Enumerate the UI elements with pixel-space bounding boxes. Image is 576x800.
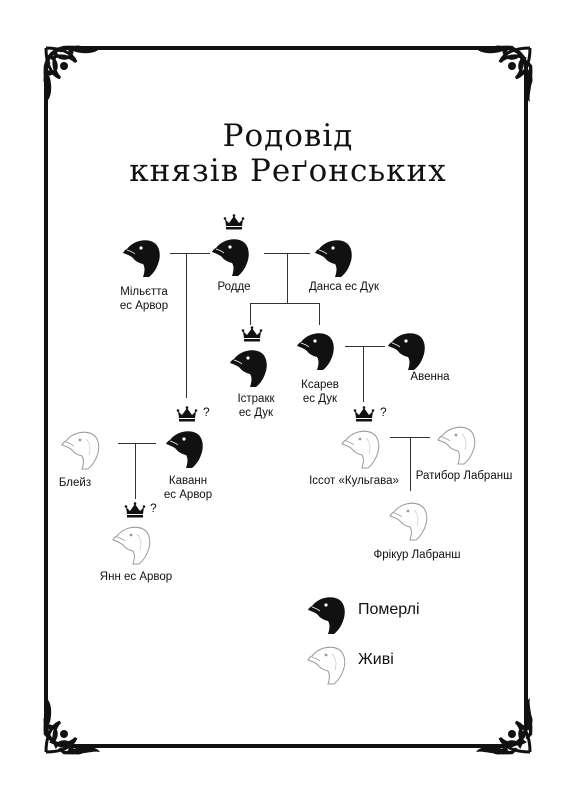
deceased-raven-icon	[295, 326, 341, 372]
deceased-raven-icon	[164, 424, 210, 470]
corner-ornament-icon	[40, 42, 120, 122]
person-issot: Іссот «Кульгава»	[309, 475, 399, 487]
person-milietta: Мільєтта ес Арвор	[119, 286, 169, 312]
crown-icon	[241, 326, 263, 342]
legend-deceased-label: Померлі	[358, 601, 420, 618]
alive-raven-icon	[60, 425, 106, 471]
deceased-raven-icon	[210, 232, 256, 278]
person-istrakk: Істракк ес Дук	[237, 393, 275, 419]
alive-raven-icon	[340, 424, 386, 470]
crown-icon	[223, 214, 245, 230]
alive-raven-icon	[436, 420, 482, 466]
corner-ornament-icon	[456, 678, 536, 758]
title-line-2: князів Реґонських	[129, 153, 447, 189]
descent-line-rodde-dansa	[287, 253, 288, 303]
alive-raven-icon	[111, 520, 157, 566]
sibling-line-istrakk-ksarev	[250, 303, 320, 304]
page-border	[44, 46, 528, 748]
descent-line-kavann	[186, 253, 187, 398]
crown-icon	[124, 502, 146, 518]
alive-raven-icon	[388, 496, 434, 542]
marriage-line-ksarev-avenna	[345, 346, 385, 347]
person-frikur: Фрікур Лабранш	[373, 549, 461, 561]
uncertain-mark: ?	[380, 405, 387, 419]
crown-icon	[176, 406, 198, 422]
person-ratybor: Ратибор Лабранш	[415, 470, 513, 482]
legend-deceased-raven-icon	[306, 590, 352, 636]
person-dansa: Данса ес Дук	[308, 281, 380, 293]
legend-alive-raven-icon	[306, 640, 352, 686]
descent-line-istrakk	[250, 303, 251, 325]
crown-icon	[353, 406, 375, 422]
person-avenna: Авенна	[410, 371, 450, 383]
descent-line-yann	[135, 443, 136, 499]
deceased-raven-icon	[313, 233, 359, 279]
deceased-raven-icon	[228, 343, 274, 389]
marriage-line-bleiz-kavann	[118, 443, 156, 444]
person-kavann: Каванн ес Арвор	[163, 475, 213, 501]
uncertain-mark: ?	[203, 405, 210, 419]
deceased-raven-icon	[386, 326, 432, 372]
person-bleiz: Блейз	[58, 477, 92, 489]
descent-line-issot	[363, 346, 364, 402]
person-rodde: Родде	[217, 281, 251, 293]
marriage-line-milietta-rodde	[170, 253, 210, 254]
corner-ornament-icon	[456, 42, 536, 122]
person-ksarev: Ксарев ес Дук	[301, 379, 339, 405]
person-yann: Янн ес Арвор	[99, 571, 173, 583]
legend-alive-label: Живі	[358, 651, 394, 668]
descent-line-frikur	[410, 437, 411, 491]
descent-line-ksarev	[319, 303, 320, 325]
title-line-1: Родовід	[222, 118, 354, 154]
deceased-raven-icon	[121, 233, 167, 279]
corner-ornament-icon	[40, 678, 120, 758]
uncertain-mark: ?	[150, 501, 157, 515]
